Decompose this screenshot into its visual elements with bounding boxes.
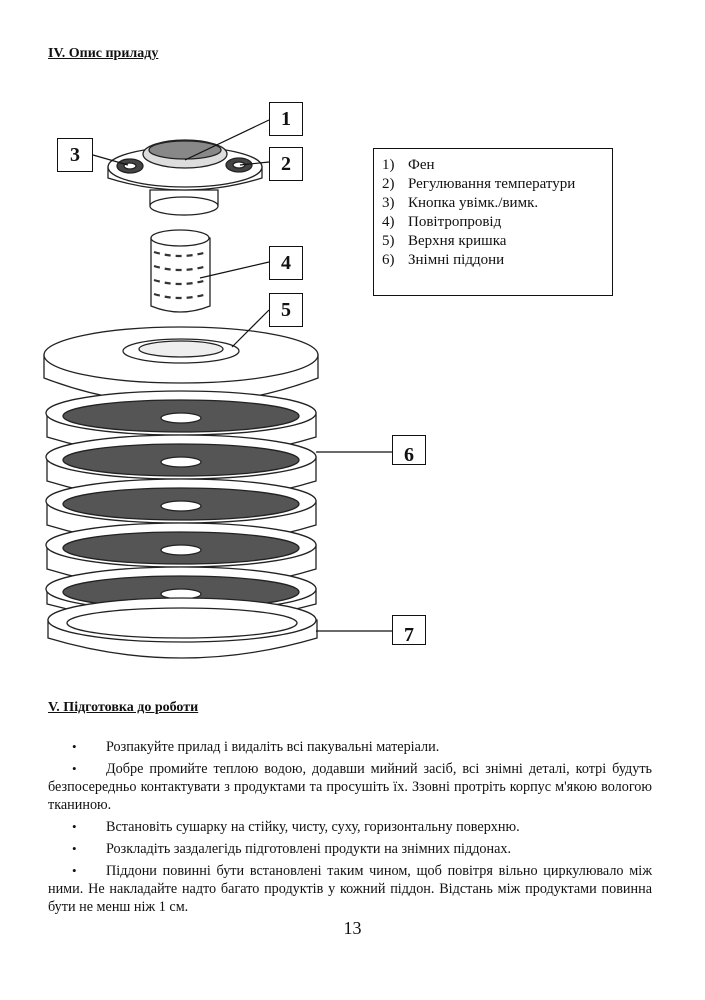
section-4-heading: IV. Опис приладу bbox=[48, 46, 159, 61]
bullet-icon: • bbox=[72, 819, 77, 834]
legend-item: 2)Регулювання температури bbox=[382, 176, 576, 192]
list-item: •Розкладіть заздалегідь підготовлені про… bbox=[72, 841, 512, 857]
legend-item: 5)Верхня кришка bbox=[382, 233, 507, 249]
legend-item: 1)Фен bbox=[382, 157, 435, 173]
legend-item: 3)Кнопка увімк./вимк. bbox=[382, 195, 539, 211]
list-item: •Встановіть сушарку на стійку, чисту, су… bbox=[72, 819, 520, 835]
top-lid-illustration bbox=[43, 326, 319, 405]
fan-unit-illustration bbox=[107, 139, 263, 216]
list-item: •Піддони повинні бути встановлені таким … bbox=[48, 863, 652, 915]
bullet-icon: • bbox=[72, 863, 77, 878]
parts-legend: 1)Фен 2)Регулювання температури 3)Кнопка… bbox=[373, 148, 613, 296]
dryer-exploded-diagram bbox=[43, 119, 392, 659]
callout-2: 2 bbox=[269, 147, 303, 181]
callout-6: 6 bbox=[392, 435, 426, 466]
trays-illustration bbox=[45, 390, 317, 623]
bullet-icon: • bbox=[72, 841, 77, 856]
list-item: •Добре промийте теплою водою, додавши ми… bbox=[48, 761, 652, 813]
section-5-heading: V. Підготовка до роботи bbox=[48, 700, 199, 715]
preparation-steps: •Розпакуйте прилад і видаліть всі пакува… bbox=[48, 738, 652, 920]
bullet-icon: • bbox=[72, 739, 77, 754]
callout-1: 1 bbox=[269, 102, 303, 136]
legend-item: 4)Повітропровід bbox=[382, 214, 502, 230]
air-duct-illustration bbox=[150, 229, 211, 313]
callout-5: 5 bbox=[269, 293, 303, 327]
bullet-icon: • bbox=[72, 761, 77, 776]
callout-4: 4 bbox=[269, 246, 303, 280]
base-illustration bbox=[47, 597, 318, 659]
legend-item: 6)Знімні піддони bbox=[382, 252, 505, 268]
callout-3: 3 bbox=[57, 138, 93, 172]
list-item: •Розпакуйте прилад і видаліть всі пакува… bbox=[72, 739, 440, 755]
page-number: 13 bbox=[343, 918, 362, 938]
leader-lines bbox=[92, 119, 392, 632]
callout-7: 7 bbox=[392, 615, 426, 646]
